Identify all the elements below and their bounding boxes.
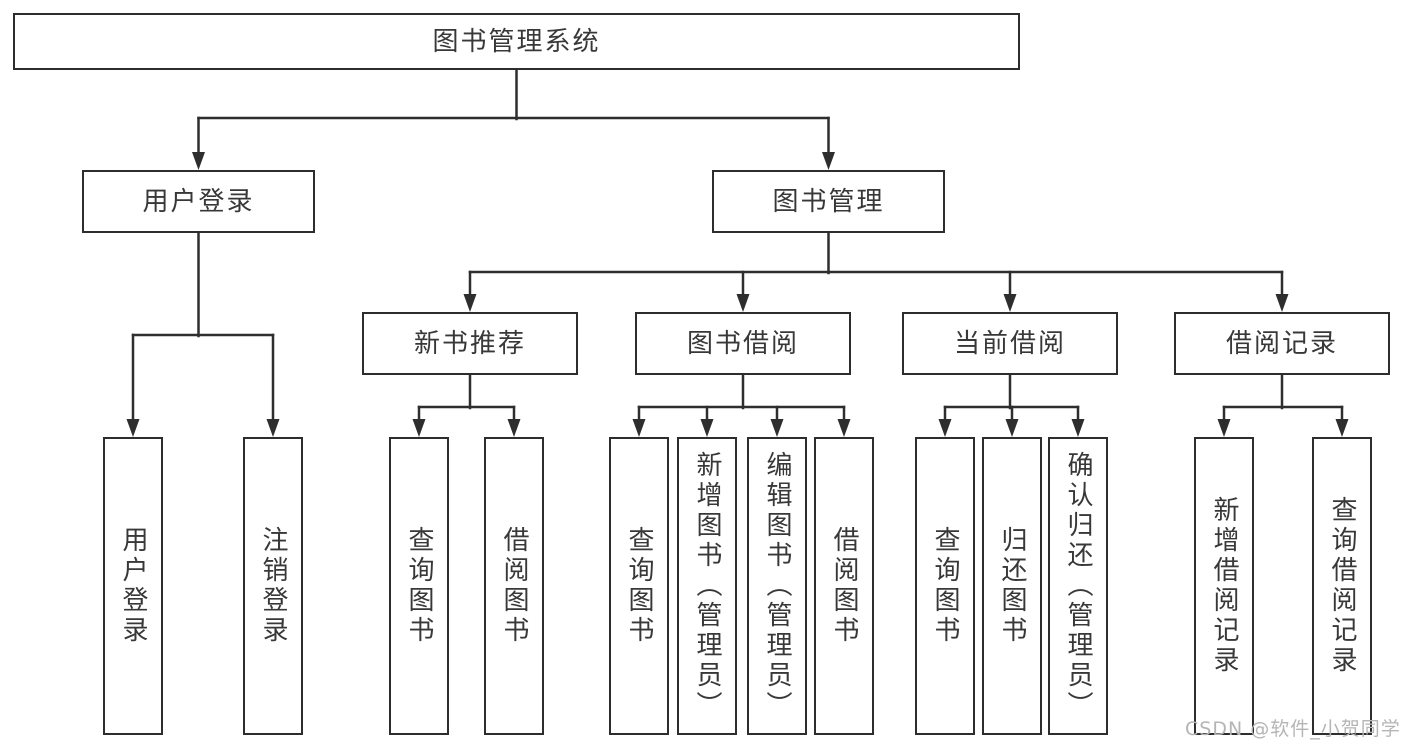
leaf-query-books-recommend: 查询图书 — [389, 437, 449, 735]
leaf-query-books-current: 查询图书 — [915, 437, 975, 735]
edge-current-borrowing-to-children — [938, 373, 1085, 437]
node-book-management: 图书管理 — [712, 170, 945, 233]
leaf-edit-books-admin: 编辑图书（管理员） — [747, 437, 807, 735]
leaf-return-books: 归还图书 — [982, 437, 1042, 735]
edge-borrow-records-to-children — [1217, 373, 1349, 437]
leaf-confirm-return-admin: 确认归还（管理员） — [1048, 437, 1108, 735]
node-library-management-system: 图书管理系统 — [13, 13, 1020, 70]
edge-user-login-to-children — [126, 231, 280, 437]
leaf-borrow-books-borrowing: 借阅图书 — [814, 437, 874, 735]
edge-book-management-to-children — [463, 231, 1289, 312]
csdn-watermark: CSDN @软件_小贺同学 — [1185, 718, 1401, 740]
node-borrow-records: 借阅记录 — [1174, 312, 1390, 375]
leaf-logout-login: 注销登录 — [243, 437, 303, 735]
leaf-user-login: 用户登录 — [103, 437, 163, 735]
leaf-borrow-books-recommend: 借阅图书 — [484, 437, 544, 735]
edge-book-borrowing-to-children — [632, 373, 851, 437]
leaf-add-books-admin: 新增图书（管理员） — [677, 437, 737, 735]
leaf-add-borrow-record: 新增借阅记录 — [1194, 437, 1254, 735]
node-book-borrowing: 图书借阅 — [635, 312, 851, 375]
leaf-query-books-borrowing: 查询图书 — [609, 437, 669, 735]
leaf-query-borrow-record: 查询借阅记录 — [1312, 437, 1372, 735]
node-user-login: 用户登录 — [82, 170, 315, 233]
edge-root-to-level2 — [192, 68, 835, 170]
node-current-borrowing: 当前借阅 — [902, 312, 1118, 375]
edge-new-book-recommend-to-children — [412, 373, 521, 437]
node-new-book-recommend: 新书推荐 — [362, 312, 578, 375]
